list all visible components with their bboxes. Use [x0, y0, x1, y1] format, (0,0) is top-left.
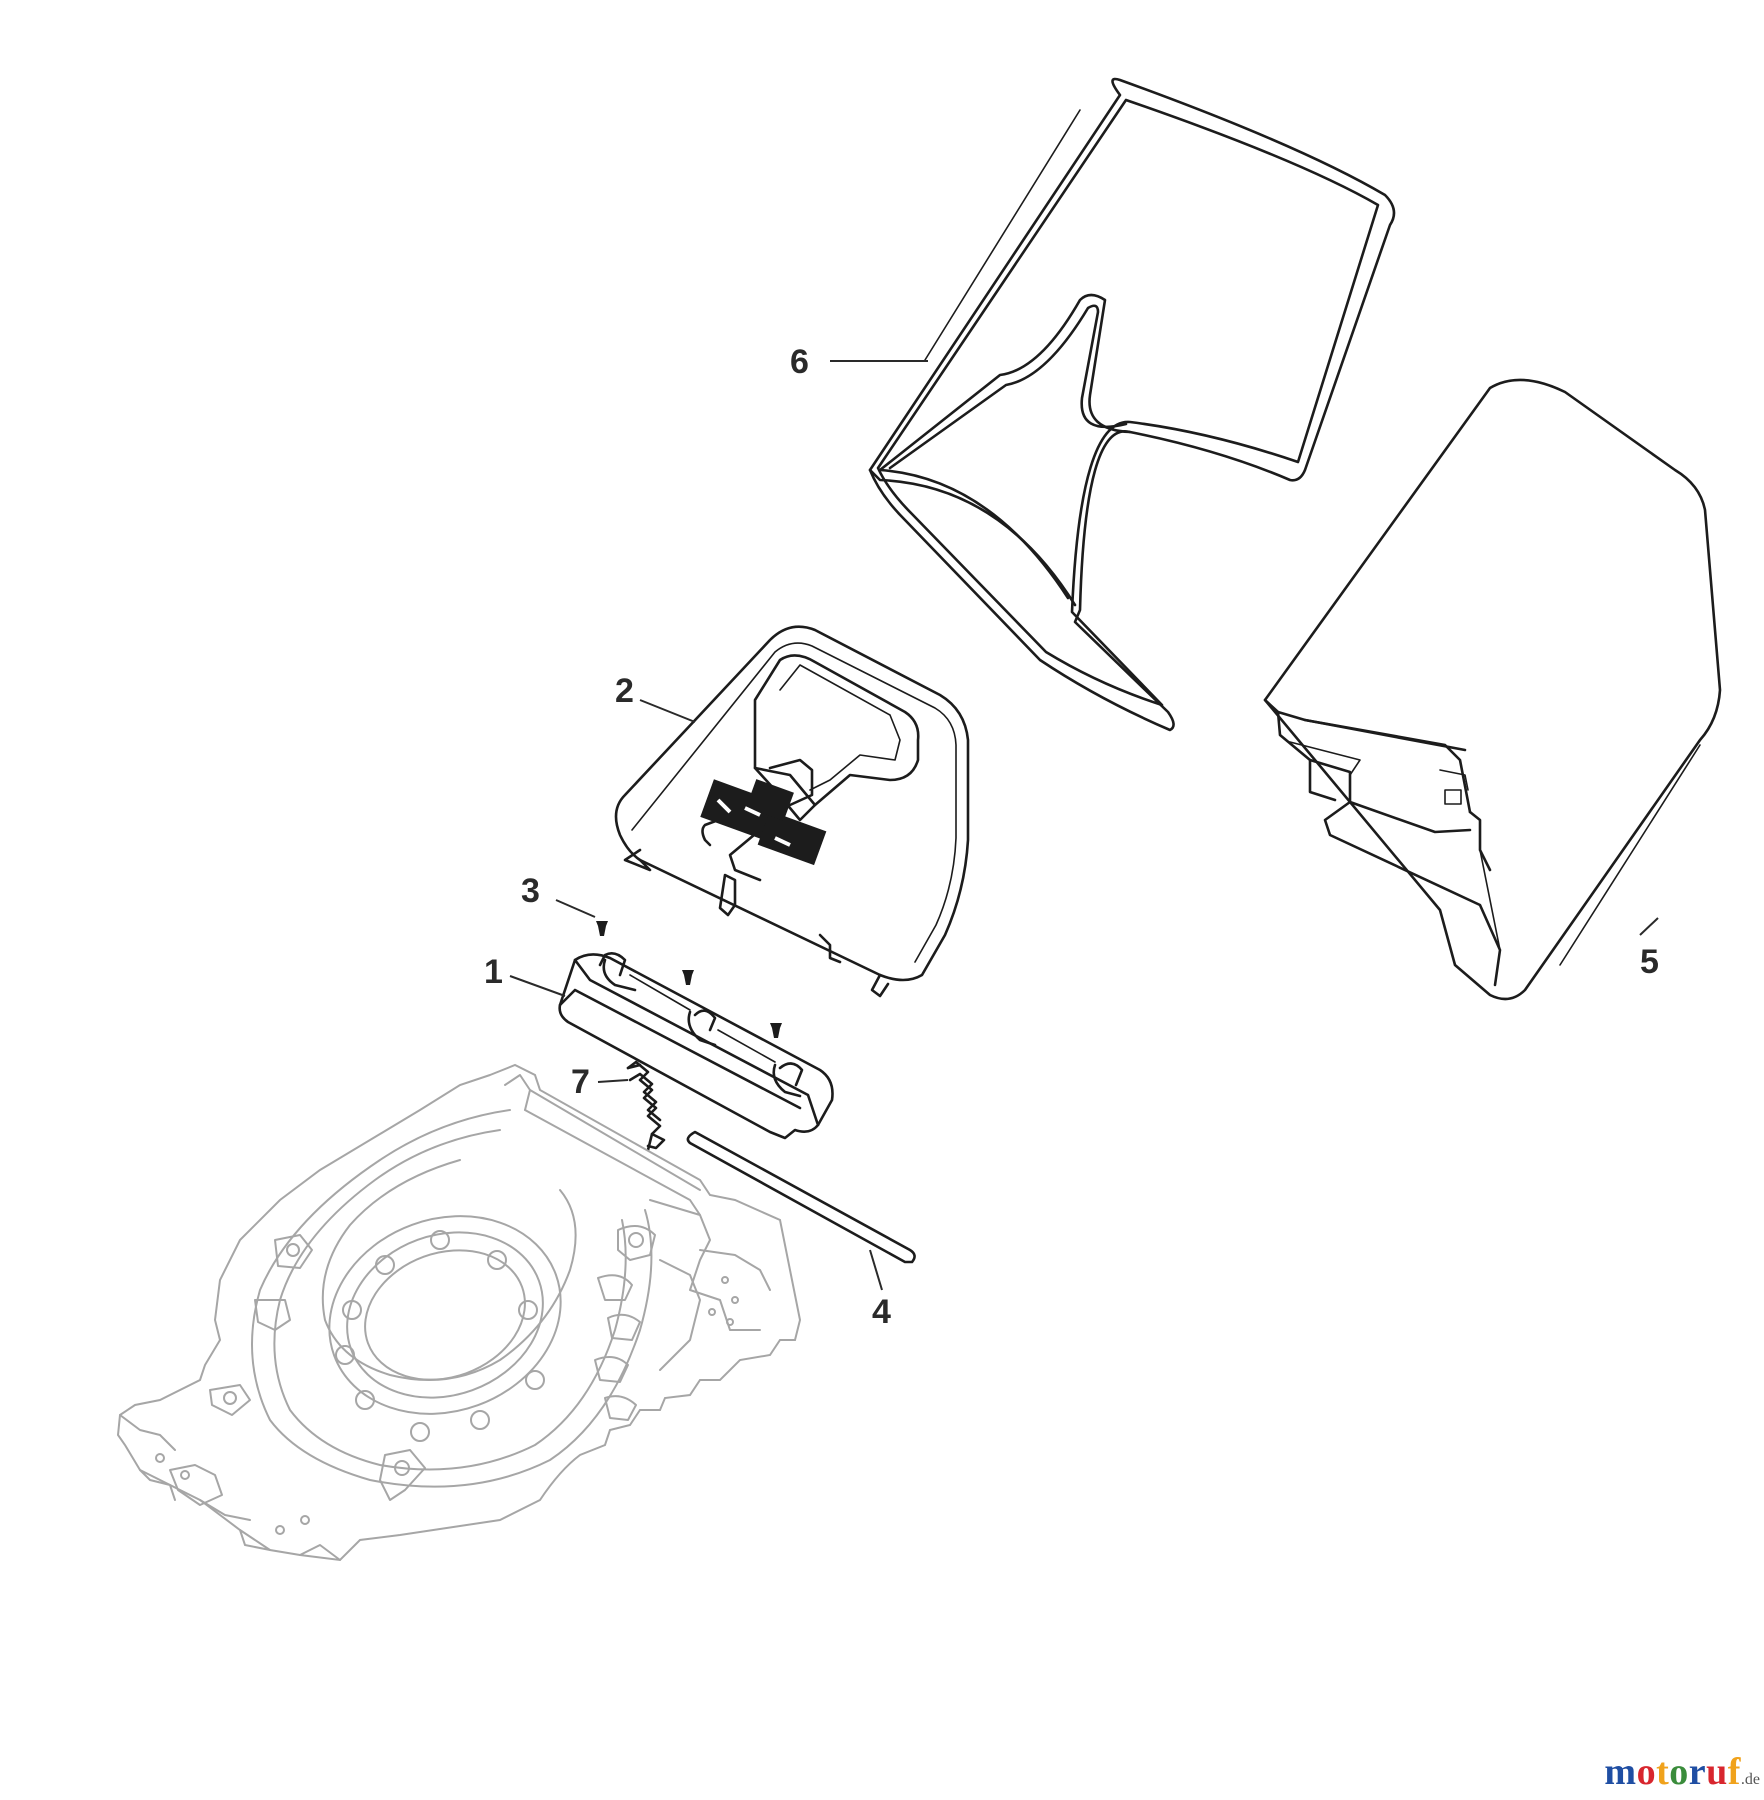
- screw-icon: [770, 1023, 782, 1038]
- callout-7: 7: [571, 1063, 590, 1101]
- watermark-letter: t: [1656, 1751, 1670, 1793]
- watermark-tld: .de: [1740, 1771, 1760, 1788]
- screw-icon: [596, 921, 608, 936]
- screw-icon: [682, 970, 694, 985]
- callout-5: 5: [1640, 943, 1659, 981]
- part-3-screws: [596, 921, 782, 1038]
- watermark-letter: m: [1604, 1751, 1637, 1793]
- part-5-grass-bag: [1263, 378, 1722, 1001]
- leader-line-4: [869, 1249, 883, 1291]
- callout-2: 2: [615, 672, 634, 710]
- callout-3: 3: [521, 872, 540, 910]
- watermark-letter: o: [1636, 1751, 1657, 1793]
- watermark-letter: f: [1727, 1751, 1741, 1793]
- leader-line-3: [555, 899, 596, 918]
- mower-deck: [116, 1063, 802, 1562]
- watermark-logo: motoruf.de: [1604, 1750, 1760, 1794]
- leader-line-7: [597, 1079, 629, 1083]
- part-6-bag-frame: [868, 77, 1396, 732]
- watermark-letter: r: [1688, 1751, 1707, 1793]
- watermark-letter: o: [1669, 1751, 1689, 1793]
- callout-labels: 6 2 3 1 7 4 5: [484, 343, 1659, 1331]
- callout-1: 1: [484, 953, 503, 991]
- leader-line-5: [1639, 917, 1659, 936]
- part-2-rear-flap: [614, 625, 970, 998]
- rear-flap-label: [700, 779, 827, 866]
- callout-4: 4: [872, 1293, 891, 1331]
- leader-lines: [509, 360, 1659, 1291]
- watermark-text: motoruf: [1604, 1751, 1740, 1793]
- watermark-letter: u: [1706, 1751, 1728, 1793]
- part-1-hinge-bracket: [558, 952, 834, 1140]
- leader-line-1: [509, 975, 566, 997]
- callout-6: 6: [790, 343, 809, 381]
- part-4-hinge-rod: [686, 1130, 916, 1264]
- leader-line-2: [639, 699, 696, 723]
